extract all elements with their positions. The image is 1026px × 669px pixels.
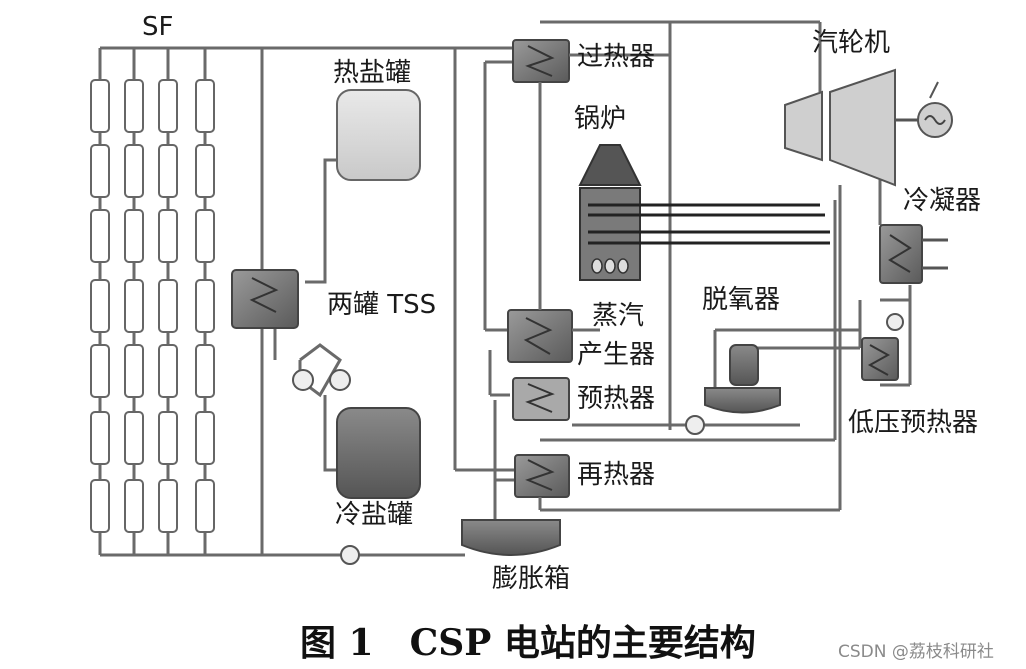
collector-tube (195, 411, 215, 465)
collector-tube (195, 144, 215, 198)
preheater-box (512, 377, 570, 421)
sf-label: SF (142, 12, 174, 42)
boiler-flames (591, 258, 629, 274)
collector-tube (124, 279, 144, 333)
collector-tube (90, 344, 110, 398)
condenser-coil (888, 234, 912, 273)
collector-tube (124, 79, 144, 133)
collector-tube (195, 209, 215, 263)
collector-tube (90, 479, 110, 533)
steam-piping (538, 20, 912, 512)
reheater-label: 再热器 (577, 460, 656, 490)
collector-tube (158, 411, 178, 465)
preheater-label: 预热器 (577, 384, 656, 414)
steam-generator-label-1: 蒸汽 (592, 301, 645, 331)
lp-preheater-coil (867, 344, 891, 376)
expansion-tank (461, 519, 561, 556)
collector-tube (90, 79, 110, 133)
boiler-label: 锅炉 (574, 104, 627, 134)
collector-array (90, 79, 215, 533)
collector-tube (158, 79, 178, 133)
feedwater-pump (685, 415, 705, 435)
tss-heat-exchanger (231, 269, 299, 329)
hot-salt-tank (336, 89, 421, 181)
collector-tube (90, 144, 110, 198)
collector-tube (124, 209, 144, 263)
reheater-coil (525, 459, 555, 491)
collector-tube (90, 279, 110, 333)
tss-pump-left (292, 369, 314, 391)
collector-tube (158, 279, 178, 333)
tss-label: 两罐 TSS (327, 290, 437, 320)
collector-tube (158, 479, 178, 533)
collector-tube (90, 411, 110, 465)
condenser-label: 冷凝器 (903, 186, 982, 216)
salt-pump (340, 545, 360, 565)
turbine-hp (784, 90, 823, 162)
collector-tube (195, 344, 215, 398)
figure-caption: 图 1 CSP 电站的主要结构 (300, 622, 756, 664)
deaerator-body (704, 387, 781, 414)
steam-generator-coil (523, 317, 553, 355)
cold-tank-label: 冷盐罐 (335, 500, 414, 530)
condensate-pump (886, 313, 904, 331)
collector-tube (195, 79, 215, 133)
generator-wave-icon (924, 115, 946, 125)
collector-tube (124, 479, 144, 533)
watermark: CSDN @荔枝科研社 (838, 642, 994, 662)
steam-generator-box (507, 309, 573, 363)
expansion-tank-label: 膨胀箱 (492, 564, 571, 594)
deaerator-label: 脱氧器 (702, 285, 781, 315)
collector-tube (158, 144, 178, 198)
collector-tube (195, 279, 215, 333)
collector-tube (195, 479, 215, 533)
collector-tube (158, 209, 178, 263)
hot-tank-label: 热盐罐 (333, 58, 412, 88)
turbine-label: 汽轮机 (812, 28, 891, 58)
superheater-coil (525, 45, 555, 77)
collector-tube (124, 411, 144, 465)
turbine-lp (829, 68, 896, 187)
generator-antenna-icon (929, 81, 939, 99)
tss-pump-right (329, 369, 351, 391)
boiler-tubes (588, 203, 830, 245)
tss-exchanger-coil (249, 277, 279, 313)
collector-tube (124, 144, 144, 198)
preheater-coil (525, 383, 555, 413)
steam-generator-label-2: 产生器 (577, 340, 656, 370)
superheater-label: 过热器 (577, 42, 656, 72)
lp-preheater-label: 低压预热器 (848, 408, 979, 438)
collector-tube (90, 209, 110, 263)
cold-salt-tank (336, 407, 421, 499)
boiler-hood (578, 144, 642, 186)
collector-tube (124, 344, 144, 398)
deaerator-dome (729, 344, 759, 386)
collector-tube (158, 344, 178, 398)
